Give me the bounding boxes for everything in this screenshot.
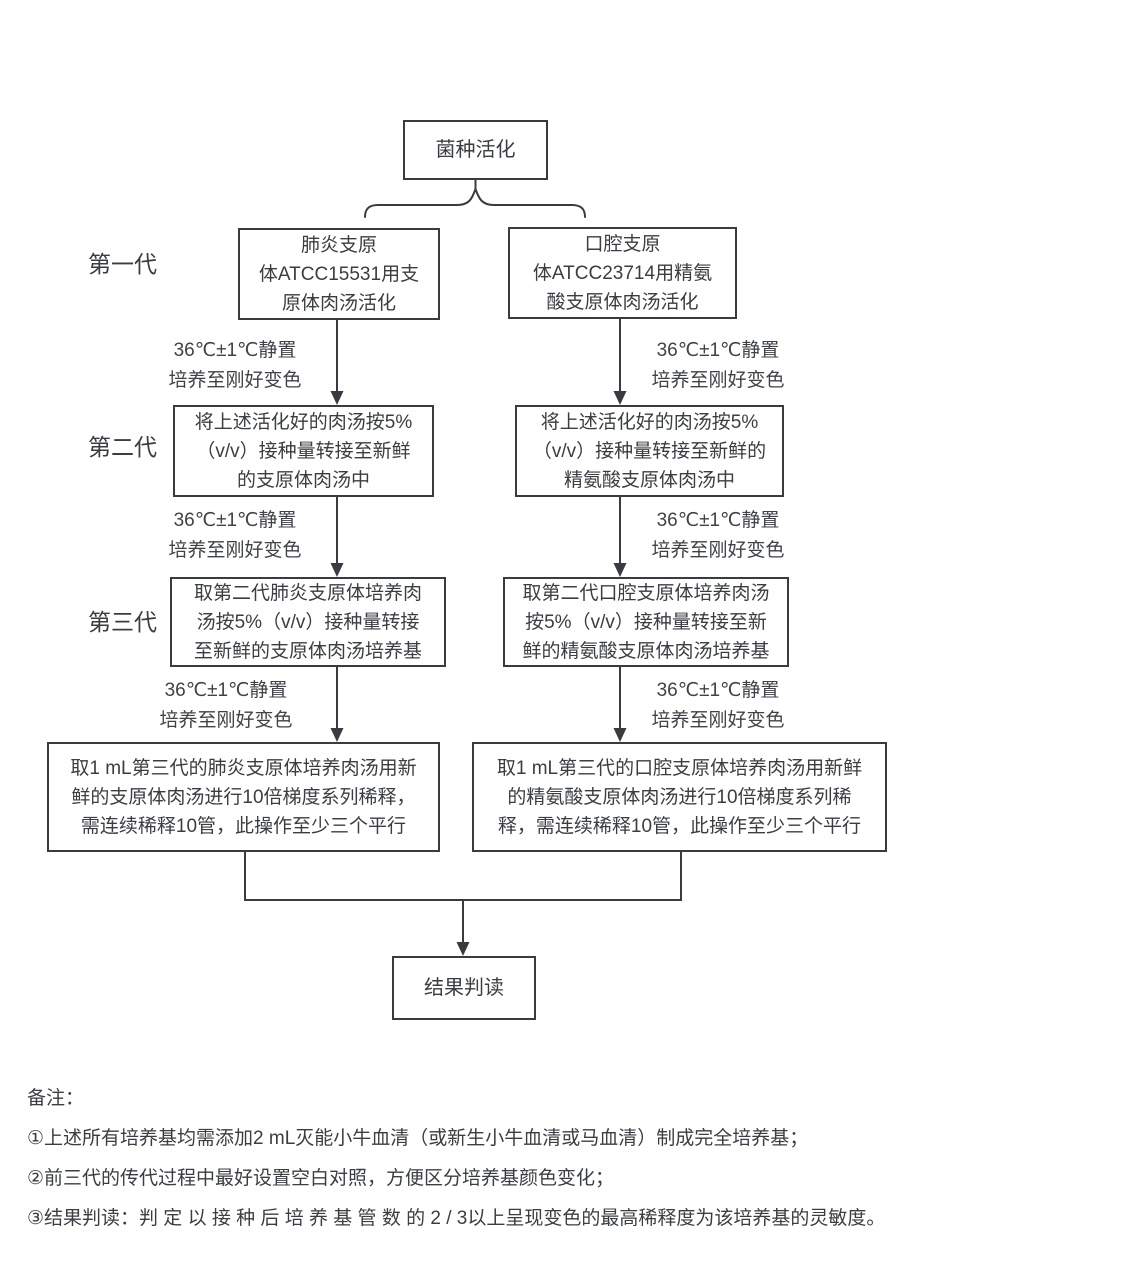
arrowhead-icon	[613, 391, 627, 405]
arrowhead-icon	[330, 391, 344, 405]
generation-label-3: 第三代	[88, 609, 157, 635]
merge-line	[244, 851, 682, 901]
note-item-2: ②前三代的传代过程中最好设置空白对照，方便区分培养基颜色变化；	[27, 1168, 615, 1189]
gen1-left-box: 肺炎支原 体ATCC15531用支 原体肉汤活化	[238, 228, 440, 320]
result-box: 结果判读	[392, 956, 536, 1020]
dilution-right-box: 取1 mL第三代的口腔支原体培养肉汤用新鲜 的精氨酸支原体肉汤进行10倍梯度系列…	[472, 742, 887, 852]
incubation-caption-1-left: 36℃±1℃静置 培养至刚好变色	[168, 340, 302, 391]
gen3-right-box: 取第二代口腔支原体培养肉汤 按5%（v/v）接种量转接至新 鲜的精氨酸支原体肉汤…	[503, 577, 789, 667]
gen3-left-box: 取第二代肺炎支原体培养肉 汤按5%（v/v）接种量转接 至新鲜的支原体肉汤培养基	[170, 577, 446, 667]
incubation-caption-2-left: 36℃±1℃静置 培养至刚好变色	[168, 510, 302, 561]
arrowhead-icon	[613, 728, 627, 742]
incubation-caption-3-left: 36℃±1℃静置 培养至刚好变色	[159, 680, 293, 731]
gen2-right-box: 将上述活化好的肉汤按5% （v/v）接种量转接至新鲜的 精氨酸支原体肉汤中	[515, 405, 784, 497]
flow-lines	[244, 179, 682, 944]
incubation-caption-3-right: 36℃±1℃静置 培养至刚好变色	[651, 680, 785, 731]
note-item-1: ①上述所有培养基均需添加2 mL灭能小牛血清（或新生小牛血清或马血清）制成完全培…	[27, 1128, 809, 1149]
arrowhead-icon	[456, 942, 470, 956]
split-brace-right	[474, 188, 586, 218]
arrowhead-icon	[330, 728, 344, 742]
arrowheads	[330, 391, 627, 956]
incubation-caption-1-right: 36℃±1℃静置 培养至刚好变色	[651, 340, 785, 391]
gen2-left-box: 将上述活化好的肉汤按5% （v/v）接种量转接至新鲜 的支原体肉汤中	[173, 405, 434, 497]
top-box: 菌种活化	[403, 120, 548, 180]
incubation-caption-2-right: 36℃±1℃静置 培养至刚好变色	[651, 510, 785, 561]
generation-label-1: 第一代	[88, 251, 157, 277]
split-brace-left	[364, 188, 477, 218]
notes-title: 备注：	[27, 1088, 85, 1109]
arrowhead-icon	[330, 563, 344, 577]
arrowhead-icon	[613, 563, 627, 577]
generation-label-2: 第二代	[88, 434, 157, 460]
dilution-left-box: 取1 mL第三代的肺炎支原体培养肉汤用新 鲜的支原体肉汤进行10倍梯度系列稀释，…	[47, 742, 440, 852]
gen1-right-box: 口腔支原 体ATCC23714用精氨 酸支原体肉汤活化	[508, 227, 737, 319]
note-item-3: ③结果判读：判 定 以 接 种 后 培 养 基 管 数 的 2 / 3以上呈现变…	[27, 1208, 886, 1229]
